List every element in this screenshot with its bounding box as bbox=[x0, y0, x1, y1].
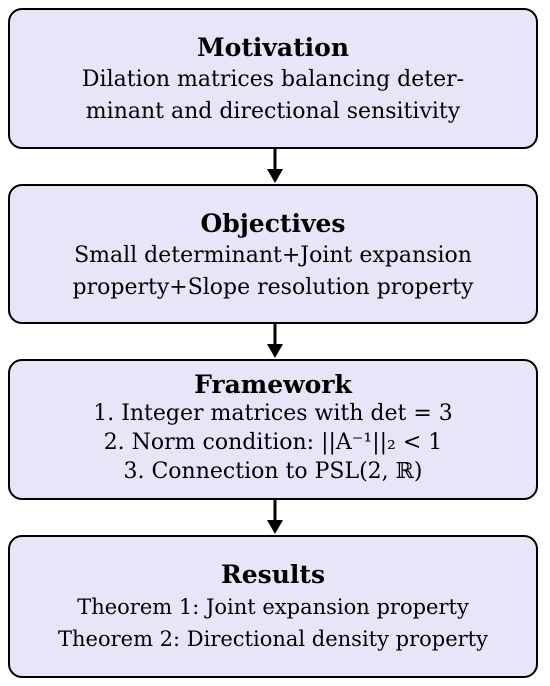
objectives-box: Objectives Small determinant+Joint expan… bbox=[8, 184, 538, 324]
framework-box: Framework 1. Integer matrices with det =… bbox=[8, 359, 538, 500]
results-line-1: Theorem 1: Joint expansion property bbox=[77, 595, 469, 619]
motivation-line-2: minant and directional sensitivity bbox=[85, 99, 461, 124]
motivation-box: Motivation Dilation matrices balancing d… bbox=[8, 8, 538, 149]
arrow-motivation-to-objectives bbox=[267, 149, 283, 183]
objectives-title: Objectives bbox=[200, 209, 346, 238]
objectives-line-2: property+Slope resolution property bbox=[72, 275, 474, 300]
framework-line-2: 2. Norm condition: ||A⁻¹||₂ < 1 bbox=[103, 430, 443, 455]
arrow-framework-to-results bbox=[267, 500, 283, 534]
objectives-line-1: Small determinant+Joint expansion bbox=[74, 243, 472, 268]
motivation-title: Motivation bbox=[196, 33, 349, 62]
arrow-objectives-to-framework bbox=[267, 324, 283, 358]
motivation-line-1: Dilation matrices balancing deter- bbox=[81, 67, 465, 92]
framework-title: Framework bbox=[194, 370, 352, 399]
framework-line-1: 1. Integer matrices with det = 3 bbox=[93, 401, 453, 426]
results-box: Results Theorem 1: Joint expansion prope… bbox=[8, 535, 538, 678]
results-line-2: Theorem 2: Directional density property bbox=[58, 627, 488, 651]
framework-line-3: 3. Connection to PSL(2, ℝ) bbox=[123, 459, 423, 484]
results-title: Results bbox=[220, 560, 326, 589]
